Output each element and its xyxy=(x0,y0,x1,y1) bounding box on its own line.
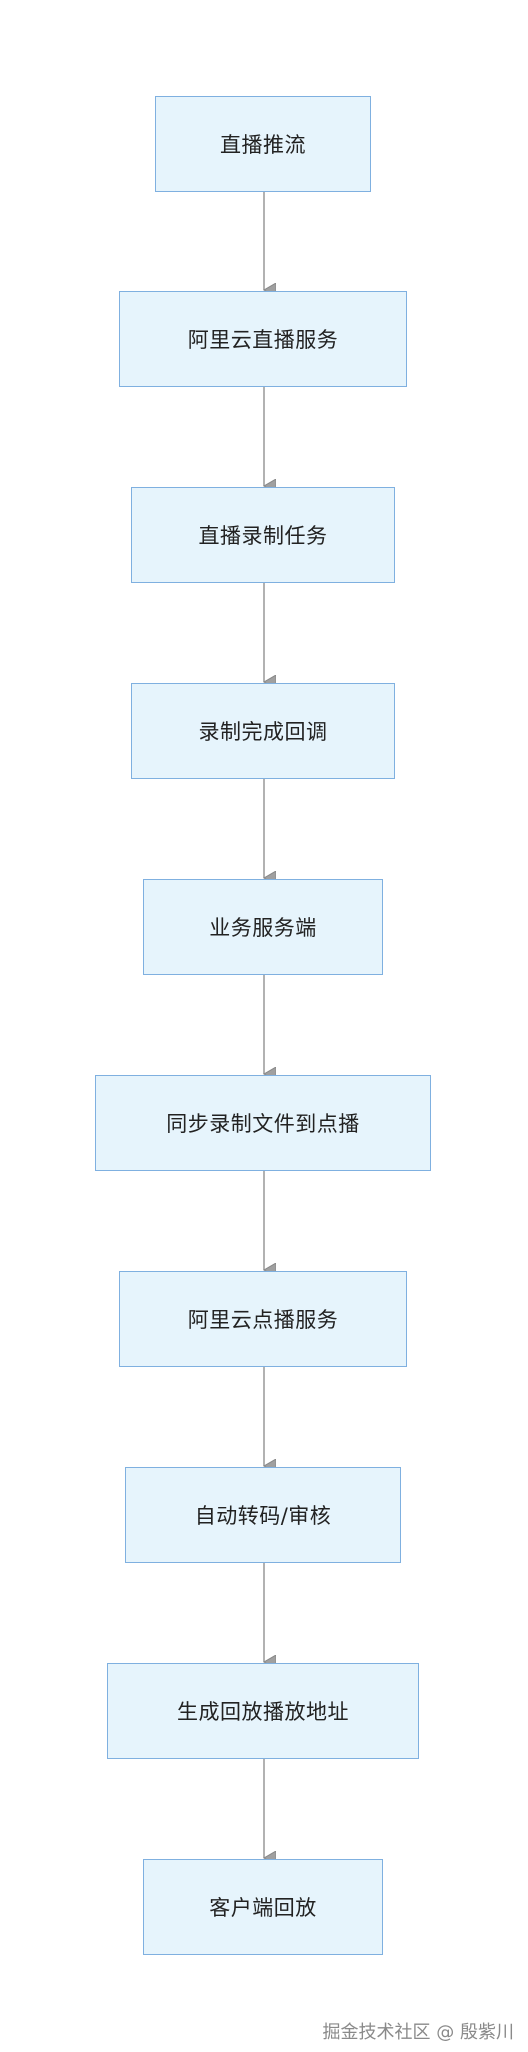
node-business-server: 业务服务端 xyxy=(143,879,383,975)
node-generate-playback-url-label: 生成回放播放地址 xyxy=(177,1700,349,1724)
node-aliyun-live-service-label: 阿里云直播服务 xyxy=(187,328,339,352)
node-auto-transcode-review-label: 自动转码/审核 xyxy=(194,1504,332,1528)
node-client-playback-label: 客户端回放 xyxy=(209,1896,317,1920)
node-live-record-task-label: 直播录制任务 xyxy=(198,524,328,548)
node-sync-record-to-vod: 同步录制文件到点播 xyxy=(95,1075,431,1171)
node-aliyun-live-service: 阿里云直播服务 xyxy=(119,291,407,387)
node-business-server-label: 业务服务端 xyxy=(209,916,317,940)
node-live-push-label: 直播推流 xyxy=(220,133,306,157)
node-client-playback: 客户端回放 xyxy=(143,1859,383,1955)
node-sync-record-to-vod-label: 同步录制文件到点播 xyxy=(166,1112,360,1136)
node-aliyun-vod-service-label: 阿里云点播服务 xyxy=(187,1308,339,1332)
node-record-complete-callback-label: 录制完成回调 xyxy=(198,720,328,744)
watermark-text: 掘金技术社区 @ 殷紫川 xyxy=(322,2022,514,2043)
node-aliyun-vod-service: 阿里云点播服务 xyxy=(119,1271,407,1367)
node-record-complete-callback: 录制完成回调 xyxy=(131,683,395,779)
node-generate-playback-url: 生成回放播放地址 xyxy=(107,1663,419,1759)
node-auto-transcode-review: 自动转码/审核 xyxy=(125,1467,401,1563)
node-live-record-task: 直播录制任务 xyxy=(131,487,395,583)
node-live-push: 直播推流 xyxy=(155,96,371,192)
